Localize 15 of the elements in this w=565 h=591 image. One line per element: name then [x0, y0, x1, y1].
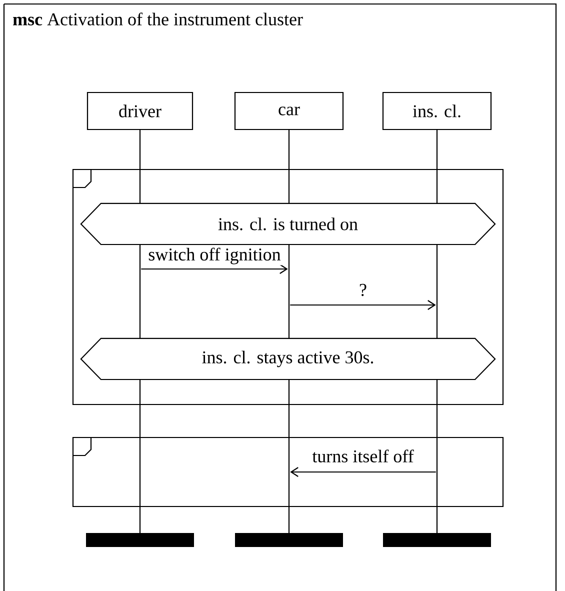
instance-box: ins. cl.	[382, 92, 492, 130]
instance-box: driver	[86, 92, 194, 130]
message-label: turns itself off	[311, 448, 415, 464]
message-arrow	[290, 300, 436, 310]
message-label: switch off ignition	[147, 246, 282, 266]
diagram-title: msc Activation of the instrument cluster	[13, 12, 303, 26]
message-arrow	[141, 264, 288, 274]
end-bar	[383, 533, 491, 547]
end-bar	[235, 533, 343, 547]
inline-frame	[72, 168, 504, 406]
message-label: ?	[358, 282, 368, 298]
condition-hexagon: ins. cl. stays active 30s.	[80, 338, 496, 380]
instance-box: car	[234, 92, 344, 130]
end-bar	[86, 533, 194, 547]
message-arrow	[290, 467, 436, 477]
